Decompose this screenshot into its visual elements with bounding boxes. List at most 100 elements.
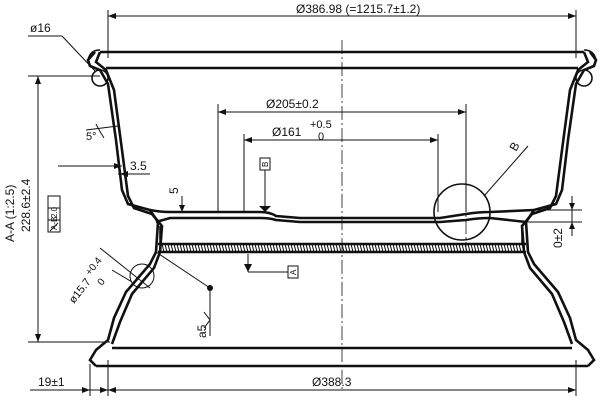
- hatch-line: [455, 243, 459, 253]
- hatch-line: [209, 243, 213, 253]
- dim-height-text: 228.6±2.4: [19, 178, 33, 232]
- hatch-line: [383, 243, 387, 253]
- dim-205: Ø205±0.2: [217, 97, 467, 212]
- hatch-line: [350, 243, 354, 253]
- hatch-line: [368, 243, 372, 253]
- hatch-line: [275, 243, 279, 253]
- dim-radius-16: ø16: [28, 21, 97, 73]
- hatch-line: [257, 243, 261, 253]
- hatch-line: [503, 243, 507, 253]
- hatch-line: [299, 243, 303, 253]
- hatch-line: [197, 243, 201, 253]
- hatch-line: [407, 243, 411, 253]
- hatch-line: [500, 243, 504, 253]
- dim-161-tol-lower: 0: [318, 131, 324, 143]
- hatch-line: [359, 243, 363, 253]
- hatch-line: [263, 243, 267, 253]
- hatch-line: [281, 243, 285, 253]
- dim-161-tol-upper: +0.5: [310, 119, 332, 131]
- hatch-line: [398, 243, 402, 253]
- hatch-line: [518, 243, 522, 253]
- hatch-line: [230, 243, 234, 253]
- hatch-line: [248, 243, 252, 253]
- hatch-line: [239, 243, 243, 253]
- tolerance-frame-datum: A-B: [50, 217, 59, 230]
- hatch-line: [338, 243, 342, 253]
- hatch-line: [419, 243, 423, 253]
- dim-step: 5: [167, 187, 185, 212]
- hatch-line: [461, 243, 465, 253]
- hatch-line: [206, 243, 210, 253]
- dim-hump-tol-lower: 0: [96, 276, 108, 288]
- hatch-line: [203, 243, 207, 253]
- hatch-line: [389, 243, 393, 253]
- hatch-line: [305, 243, 309, 253]
- hatch-line: [185, 243, 189, 253]
- dim-hump-text: ø15.7: [67, 276, 94, 306]
- dim-161-text: Ø161: [272, 125, 302, 139]
- hatch-line: [188, 243, 192, 253]
- dim-bottom-diameter-text: Ø388.3: [312, 375, 352, 389]
- hatch-line: [449, 243, 453, 253]
- hatch-line: [215, 243, 219, 253]
- flange-radius-left: [91, 69, 109, 87]
- hatch-line: [308, 243, 312, 253]
- hatch-line: [413, 243, 417, 253]
- hatch-line: [401, 243, 405, 253]
- hatch-line: [293, 243, 297, 253]
- datum-a-letter: A: [289, 269, 298, 275]
- hatch-line: [395, 243, 399, 253]
- hatch-line: [167, 243, 171, 253]
- dim-step-text: 5: [167, 187, 181, 194]
- hatch-line: [200, 243, 204, 253]
- section-label: A-A (1:2.5): [3, 185, 17, 242]
- hatch-line: [164, 243, 168, 253]
- hatch-line: [269, 243, 273, 253]
- hatch-line: [482, 243, 486, 253]
- hatch-line: [437, 243, 441, 253]
- tolerance-frame-value: 2.0: [50, 206, 59, 218]
- hatch-line: [440, 243, 444, 253]
- datum-b-letter: B: [261, 162, 270, 167]
- hatch-line: [380, 243, 384, 253]
- hatch-line: [311, 243, 315, 253]
- hatch-line: [365, 243, 369, 253]
- hatch-line: [317, 243, 321, 253]
- hatch-line: [251, 243, 255, 253]
- dim-top-diameter-text: Ø386.98 (=1215.7±1.2): [296, 2, 420, 16]
- hatch-line: [221, 243, 225, 253]
- dim-thickness: 3.5: [58, 159, 150, 177]
- hatch-line: [404, 243, 408, 253]
- datum-b: B: [259, 157, 271, 212]
- dim-bottom-width-text: 19±1: [38, 375, 65, 389]
- hatch-line: [179, 243, 183, 253]
- hatch-line: [266, 243, 270, 253]
- hatch-line: [371, 243, 375, 253]
- hatch-line: [488, 243, 492, 253]
- hatch-line: [224, 243, 228, 253]
- hatch-line: [287, 243, 291, 253]
- hatch-line: [515, 243, 519, 253]
- dim-offset: 0±2: [526, 196, 582, 248]
- dim-height: A-A (1:2.5) 228.6±2.4: [3, 75, 110, 343]
- hatch-line: [452, 243, 456, 253]
- hatch-line: [392, 243, 396, 253]
- hatch-line: [362, 243, 366, 253]
- hatch-line: [353, 243, 357, 253]
- tolerance-frame: A-B 2.0: [47, 195, 61, 233]
- hatch-line: [458, 243, 462, 253]
- hatch-line: [521, 243, 525, 253]
- hatch-line: [176, 243, 180, 253]
- dim-top-diameter: Ø386.98 (=1215.7±1.2): [107, 2, 577, 58]
- hatch-line: [329, 243, 333, 253]
- hatch-line: [512, 243, 516, 253]
- hatch-line: [242, 243, 246, 253]
- hatch-line: [233, 243, 237, 253]
- hatch-line: [254, 243, 258, 253]
- hatch-line: [485, 243, 489, 253]
- detail-b-label: B: [506, 140, 522, 154]
- hatch-line: [416, 243, 420, 253]
- hatch-line: [212, 243, 216, 253]
- dim-radius-16-text: ø16: [30, 21, 51, 35]
